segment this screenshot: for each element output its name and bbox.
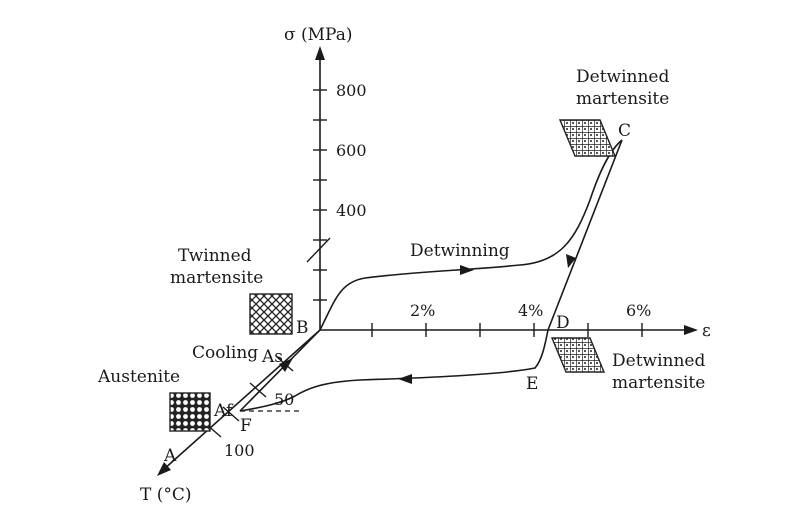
recovery-direction-arrow [398, 374, 412, 384]
temp-tick-100: 100 [224, 441, 255, 460]
stress-axis-diagonal-mark [306, 237, 331, 263]
stress-tick-400: 400 [336, 201, 367, 220]
strain-tick-2pct: 2% [410, 301, 435, 320]
twinned-martensite-label-line1: Twinned [178, 246, 252, 266]
point-e-label: E [526, 374, 538, 394]
temperature-axis-arrow [157, 462, 171, 476]
detwinning-loading-curve [319, 139, 623, 331]
detwinned-martensite-bottom-icon [550, 337, 606, 373]
as-label: As [261, 347, 283, 367]
detwinned-top-label-line2: martensite [576, 89, 669, 109]
point-c-label: C [618, 121, 631, 141]
detwinned-top-label-line1: Detwinned [576, 67, 669, 87]
unloading-line [547, 139, 623, 331]
strain-axis-arrow [684, 325, 698, 335]
twinned-martensite-icon [249, 293, 293, 335]
cooling-label: Cooling [192, 343, 258, 363]
detwinned-bottom-label-line1: Detwinned [612, 351, 705, 371]
stress-tick-600: 600 [336, 141, 367, 160]
strain-axis-label: ε [702, 321, 711, 341]
austenite-icon [169, 392, 211, 432]
temperature-axis [162, 329, 321, 471]
stress-axis-label: σ (MPa) [284, 25, 353, 45]
point-b-label: B [296, 318, 309, 338]
twinned-martensite-label-line2: martensite [170, 268, 263, 288]
af-label: Af [213, 401, 234, 421]
temp-tick-50: 50 [274, 390, 294, 409]
detwinning-direction-arrow [460, 265, 474, 275]
point-f-label: F [240, 416, 252, 436]
point-d-label: D [556, 313, 570, 333]
temperature-axis-label: T (°C) [140, 485, 192, 505]
strain-axis-ticks [371, 323, 643, 337]
point-a-label: A [163, 446, 177, 466]
strain-tick-4pct: 4% [518, 301, 543, 320]
detwinning-label: Detwinning [410, 241, 510, 261]
detwinned-martensite-top-icon [558, 119, 617, 157]
austenite-label: Austenite [97, 367, 180, 387]
stress-axis-arrow [315, 46, 325, 60]
cooling-direction-arrow [279, 358, 293, 372]
stress-tick-800: 800 [336, 81, 367, 100]
strain-tick-6pct: 6% [626, 301, 651, 320]
stress-axis-ticks [313, 89, 327, 301]
unloading-direction-arrow [566, 254, 576, 268]
cooling-line [239, 329, 321, 412]
heating-recovery-curve [239, 329, 549, 412]
detwinned-bottom-label-line2: martensite [612, 373, 705, 393]
